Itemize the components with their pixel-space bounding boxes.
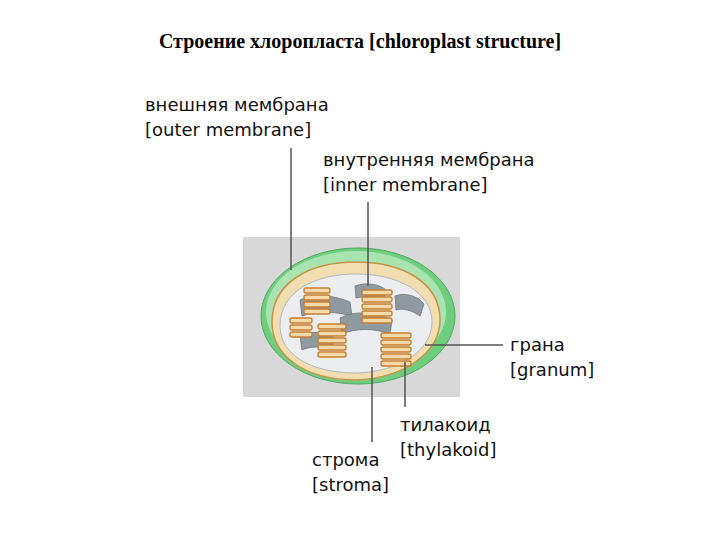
leader-line — [367, 202, 369, 286]
part-label: грана [granum] — [510, 332, 610, 382]
part-label: тилакоид [thylakoid] — [400, 412, 525, 462]
diagram-title: Строение хлоропласта [chloroplast struct… — [0, 30, 720, 53]
leader-line — [371, 367, 373, 442]
part-label: внутренняя мембрана [inner membrane] — [323, 147, 558, 197]
leader-line — [290, 148, 292, 270]
part-label: внешняя мембрана [outer membrane] — [145, 92, 345, 142]
leader-line — [404, 362, 406, 407]
leader-line — [425, 344, 503, 346]
part-label: строма [stroma] — [312, 447, 407, 497]
